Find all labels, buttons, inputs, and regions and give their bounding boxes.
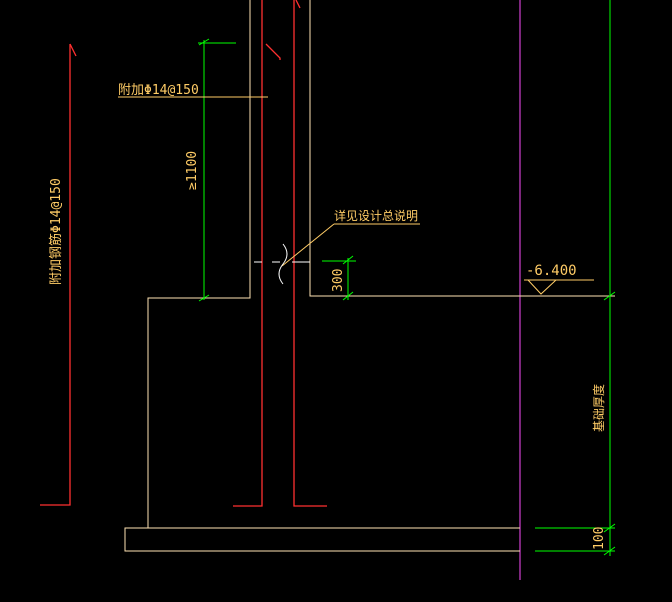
see-notes-label: 详见设计总说明 <box>334 208 418 223</box>
elevation-label: -6.400 <box>526 263 577 279</box>
extra-rebar-left-bent <box>40 44 71 506</box>
dim-300-label: 300 <box>331 269 346 292</box>
min-length-label: ≥1100 <box>185 151 200 190</box>
extra-rebar-leader <box>69 43 77 57</box>
rebar-lines <box>40 0 327 507</box>
break-mark <box>254 243 310 285</box>
wall-rebar-right <box>293 0 327 507</box>
foundation-thickness-label: 基础厚度 <box>591 384 606 432</box>
dimension-lines <box>198 0 616 556</box>
extra-rebar-label: 附加Φ14@150 <box>118 83 199 98</box>
leader-lines <box>118 96 594 295</box>
extra-rebar-hook <box>265 43 281 60</box>
elevation-triangle <box>527 279 557 295</box>
vertical-rebar-label: 附加钢筋Φ14@150 <box>48 178 64 285</box>
notes-leader <box>281 223 335 267</box>
wall-rebar-left <box>233 0 263 507</box>
concrete-outline <box>124 0 615 552</box>
dim-100-label: 100 <box>592 527 607 550</box>
